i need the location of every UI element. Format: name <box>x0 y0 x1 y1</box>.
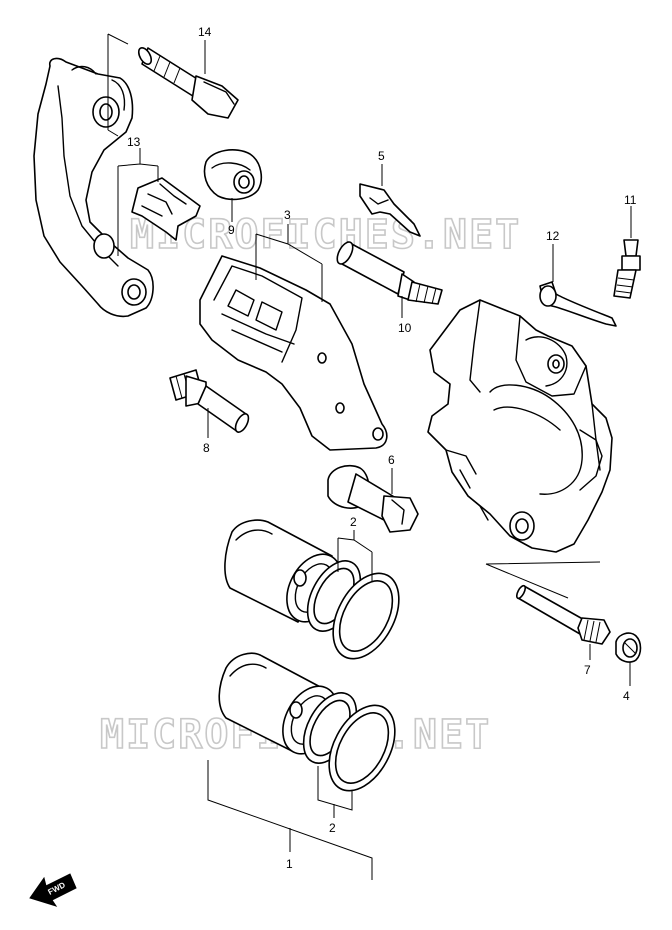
part-12-bleeder-valve <box>613 239 641 299</box>
fwd-arrow-icon: FWD <box>29 873 77 907</box>
part-4-pad-clip <box>359 183 421 237</box>
part-9-slide-pin <box>515 584 611 645</box>
callout-11: 13 <box>127 135 141 149</box>
callout-9: 7 <box>584 663 591 677</box>
part-8-slide-pin <box>336 241 443 305</box>
callout-8: 10 <box>398 321 412 335</box>
callout-7: 9 <box>228 223 235 237</box>
callout-10: 4 <box>623 689 630 703</box>
part-14-bolt <box>137 40 239 119</box>
part-7-boot <box>203 149 263 201</box>
part-13-bleeder-cap <box>539 281 617 327</box>
part-6-slide-pin <box>169 369 250 433</box>
part-5-pin-bolt <box>327 464 419 533</box>
callout-6: 8 <box>203 441 210 455</box>
callout-13: 12 <box>546 229 560 243</box>
leader-lines <box>107 33 632 880</box>
callout-5: 6 <box>388 453 395 467</box>
part-11-pad-spring <box>131 177 201 241</box>
caliper-bracket <box>33 57 154 318</box>
part-3-brake-pads <box>199 255 388 451</box>
caliper-body <box>427 299 613 553</box>
seals-upper <box>306 560 400 660</box>
watermark-top: MICROFICHES.NET <box>130 212 521 258</box>
callout-labels: 14 13 5 11 3 9 12 10 8 6 2 7 4 2 1 <box>127 25 637 871</box>
callout-4: 5 <box>378 149 385 163</box>
part-10-cap <box>615 632 642 663</box>
callout-14: 14 <box>198 25 212 39</box>
callout-2-lower: 2 <box>329 821 336 835</box>
callout-1: 1 <box>286 857 293 871</box>
callout-12: 11 <box>624 193 637 207</box>
callout-2-upper: 2 <box>350 515 357 529</box>
callout-3: 3 <box>284 208 291 222</box>
seals-lower <box>302 692 396 792</box>
